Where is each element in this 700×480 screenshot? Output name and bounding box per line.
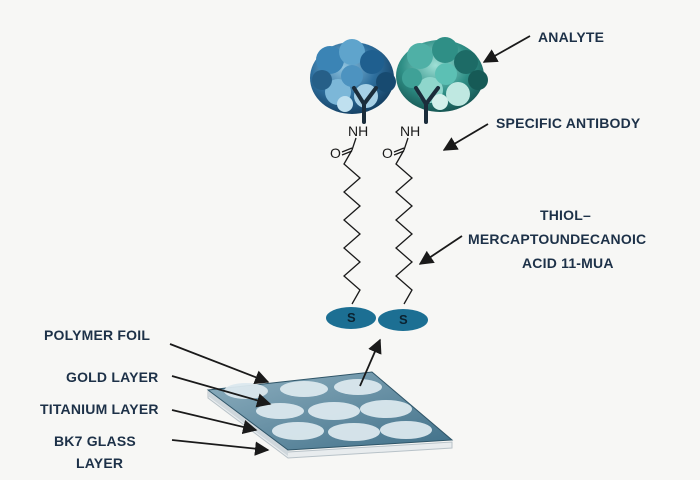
antibody-right <box>414 86 440 124</box>
sensor-spot <box>360 400 412 418</box>
carbonyl-o-left: O <box>330 145 341 161</box>
sensor-spots <box>224 379 432 441</box>
antibody-left <box>352 86 378 124</box>
thiol-label-line1: THIOL– <box>540 207 591 223</box>
amine-label-right: NH <box>400 123 420 139</box>
sensor-spot <box>280 381 328 397</box>
titanium-layer-arrow <box>171 409 258 435</box>
sulfur-label-left: S <box>347 310 356 325</box>
sulfur-anchor-right <box>378 309 428 331</box>
analyte-arrow <box>482 35 531 63</box>
gold-layer-label: GOLD LAYER <box>66 369 159 385</box>
sensor-spot <box>308 402 360 420</box>
sulfur-anchor-left <box>326 307 376 329</box>
gold-layer-arrow <box>171 375 272 408</box>
sensor-spot <box>272 422 324 440</box>
sulfur-label-right: S <box>399 312 408 327</box>
polymer-foil-arrow <box>169 343 270 385</box>
alkyl-chain-right <box>395 149 413 305</box>
bk7-glass-label-line1: BK7 GLASS <box>54 433 136 449</box>
alkyl-chain-left <box>343 149 361 305</box>
analyte-protein-right <box>396 37 488 112</box>
sensor-spot <box>380 421 432 439</box>
carbonyl-o-right: O <box>382 145 393 161</box>
analyte-label: ANALYTE <box>538 29 604 45</box>
thiol-arrow <box>418 235 463 265</box>
antibody-arrow <box>442 123 489 151</box>
polymer-foil-label: POLYMER FOIL <box>44 327 150 343</box>
analyte-protein-left <box>310 39 396 114</box>
titanium-layer-label: TITANIUM LAYER <box>40 401 159 417</box>
sensor-chip <box>206 371 454 459</box>
carbonyl-right: O <box>382 137 409 161</box>
bk7-glass-arrow <box>171 439 270 456</box>
carbonyl-left: O <box>330 137 357 161</box>
sensor-spot <box>256 403 304 419</box>
thiol-label-line2: MERCAPTOUNDECANOIC <box>468 231 646 247</box>
zoom-arrow <box>359 338 382 387</box>
bk7-glass-label-line2: LAYER <box>76 455 123 471</box>
sensor-spot <box>334 379 382 395</box>
thiol-label-line3: ACID 11-MUA <box>522 255 614 271</box>
amine-label-left: NH <box>348 123 368 139</box>
sensor-spot <box>328 423 380 441</box>
specific-antibody-label: SPECIFIC ANTIBODY <box>496 115 641 131</box>
